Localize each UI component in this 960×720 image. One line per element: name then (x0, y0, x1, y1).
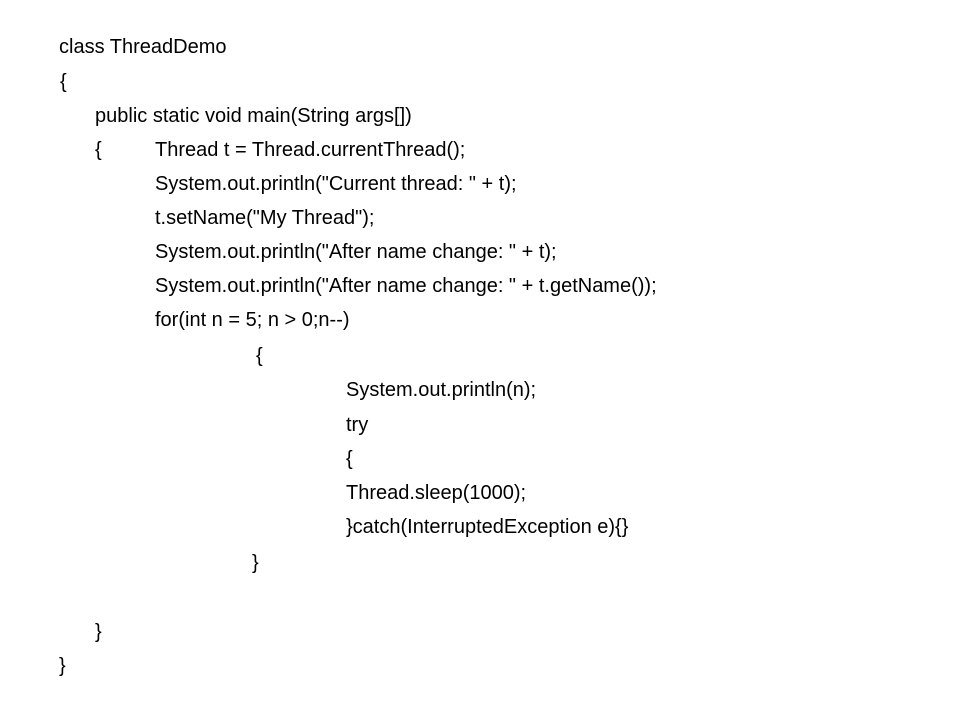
print-after-change-line: System.out.println("After name change: "… (155, 241, 557, 263)
class-close-brace: } (59, 655, 66, 677)
for-close-brace: } (252, 552, 259, 574)
for-loop-line: for(int n = 5; n > 0;n--) (155, 309, 350, 331)
try-keyword-line: try (346, 414, 369, 436)
set-name-line: t.setName("My Thread"); (155, 207, 375, 229)
thread-assignment-line: Thread t = Thread.currentThread(); (155, 139, 466, 161)
class-open-brace: { (60, 71, 67, 93)
for-open-brace: { (256, 345, 263, 367)
print-current-thread-line: System.out.println("Current thread: " + … (155, 173, 517, 195)
print-n-line: System.out.println(n); (346, 379, 537, 401)
main-method-declaration: public static void main(String args[]) (95, 105, 412, 127)
class-declaration: class ThreadDemo (59, 36, 227, 58)
print-after-change-getname-line: System.out.println("After name change: "… (155, 275, 657, 297)
main-close-brace: } (95, 621, 102, 643)
catch-clause-line: }catch(InterruptedException e){} (346, 516, 629, 538)
try-open-brace: { (346, 448, 353, 470)
main-open-brace: { (95, 139, 102, 161)
sleep-call-line: Thread.sleep(1000); (346, 482, 527, 504)
